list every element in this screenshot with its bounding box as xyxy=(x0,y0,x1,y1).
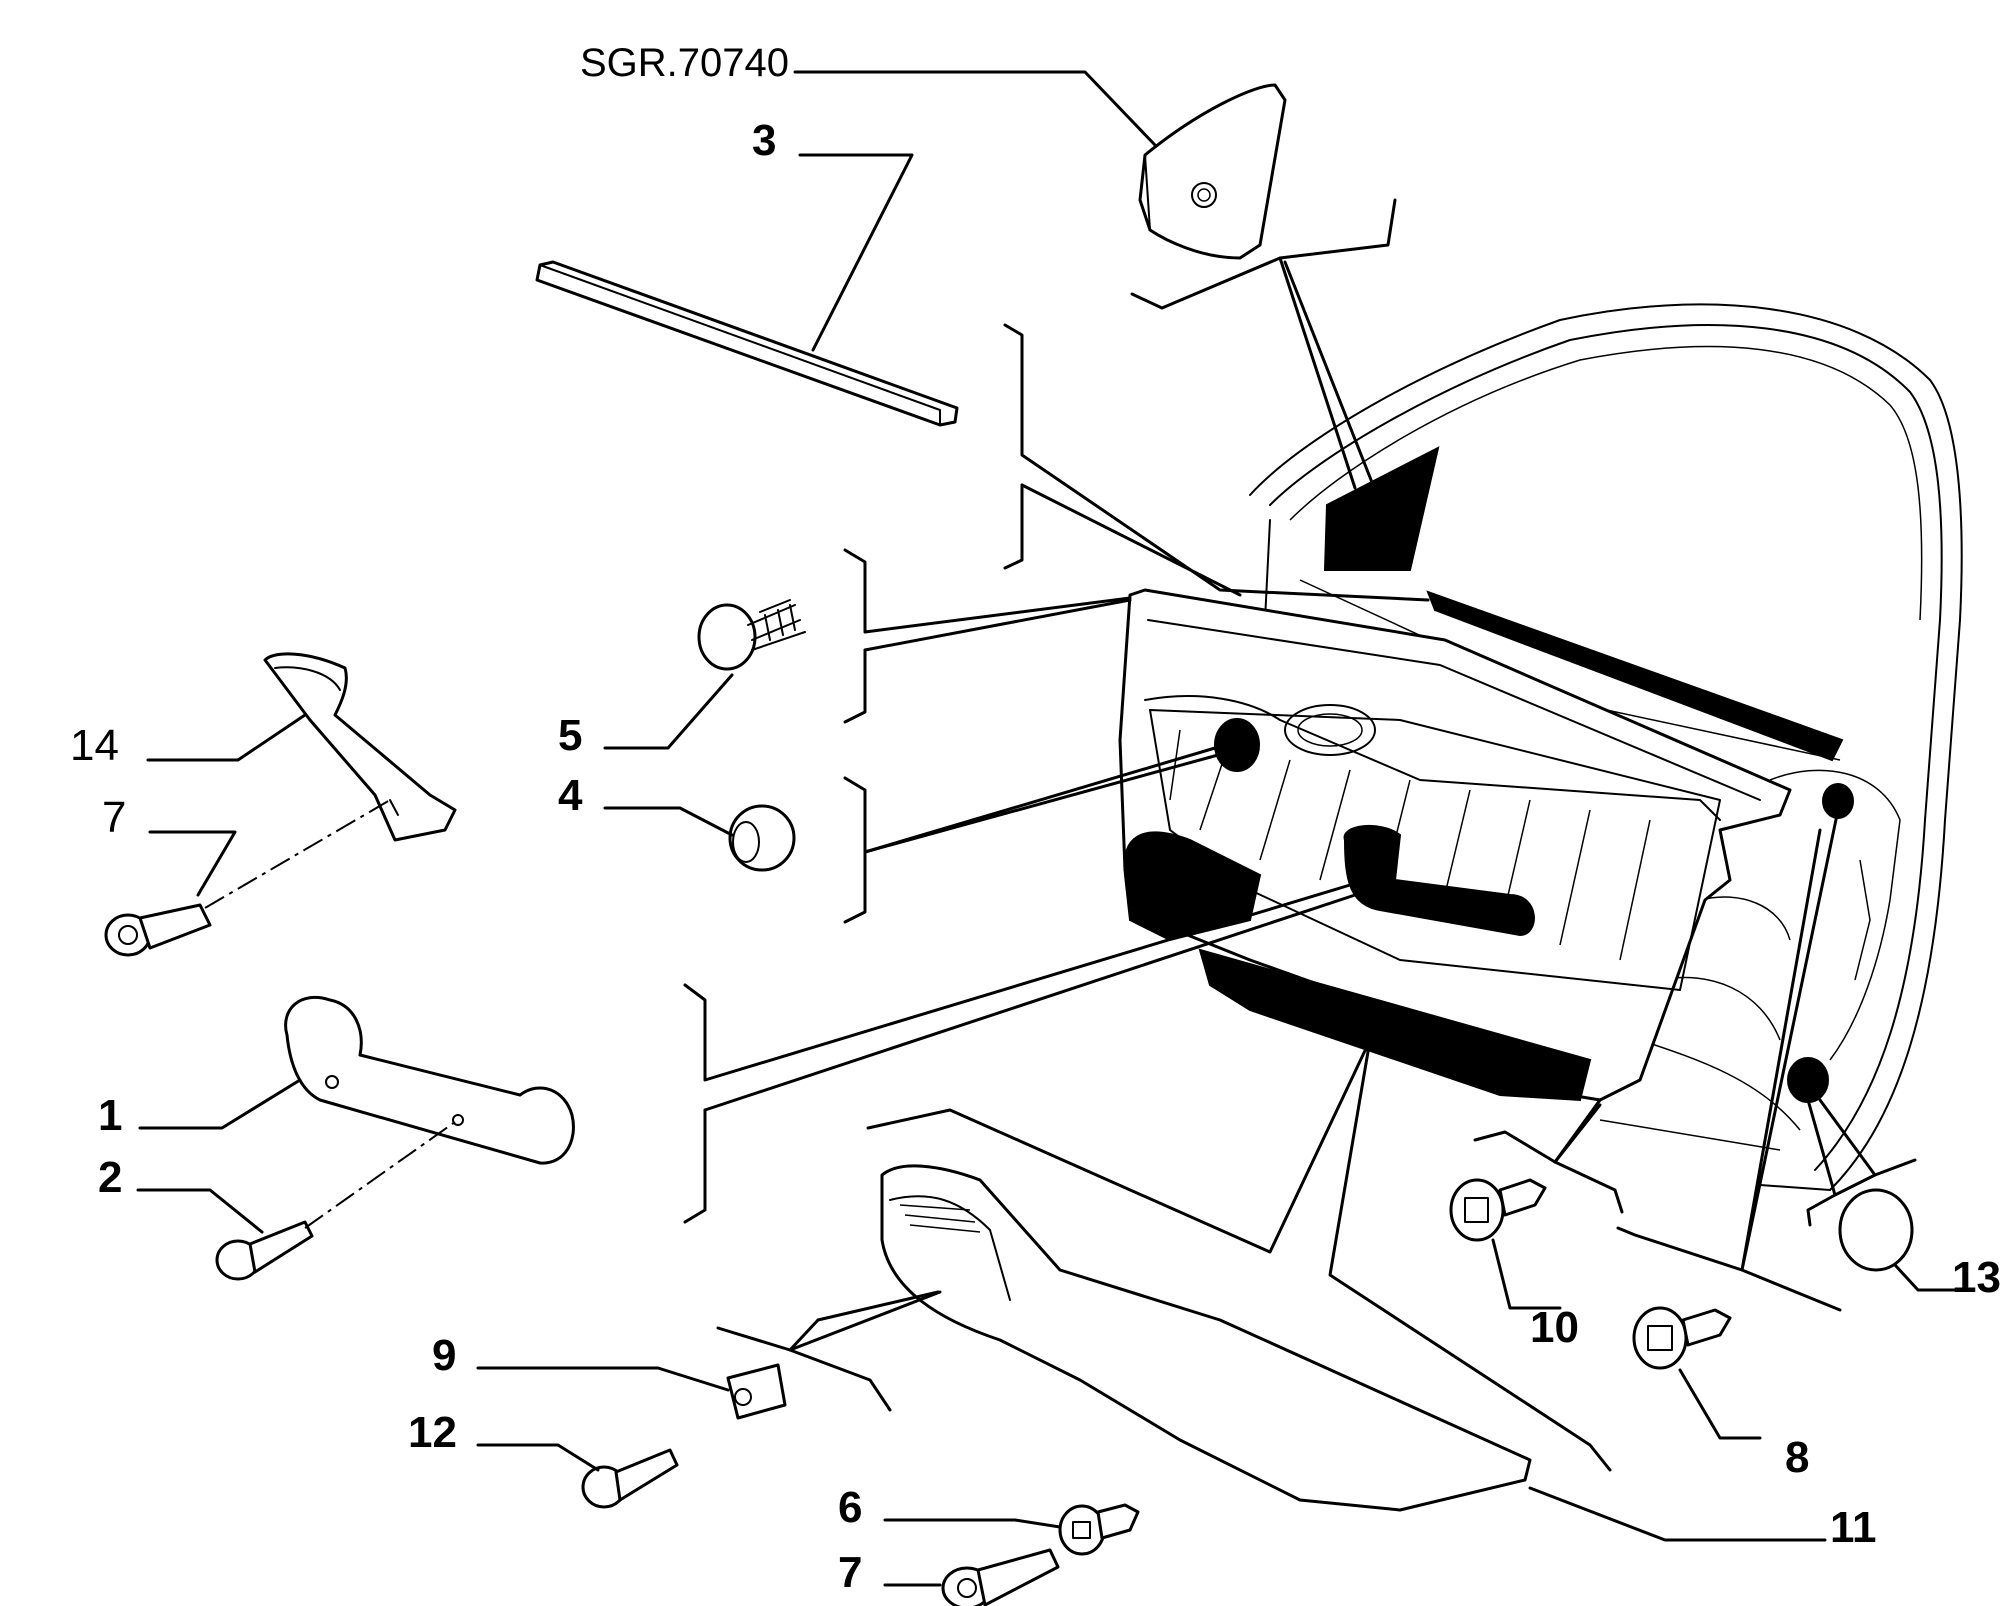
part-5-clip-cap xyxy=(697,603,757,671)
callout-6: 6 xyxy=(838,1483,862,1532)
part-2-screw xyxy=(215,1220,314,1281)
part-10-push-clip xyxy=(1449,1178,1547,1242)
part-7-bolt-lower xyxy=(941,1548,1060,1606)
callout-7-lower: 7 xyxy=(838,1548,862,1597)
callout-10: 10 xyxy=(1530,1303,1579,1352)
callout-1: 1 xyxy=(98,1091,122,1140)
quarter-glass-seal xyxy=(1323,446,1440,571)
part-7-bolt-upper xyxy=(104,903,212,957)
callout-12: 12 xyxy=(408,1408,457,1457)
part-12-screw xyxy=(581,1448,679,1509)
callout-11: 11 xyxy=(1830,1503,1877,1552)
callout-9: 9 xyxy=(432,1331,456,1380)
callout-8: 8 xyxy=(1785,1433,1809,1482)
callout-14: 14 xyxy=(70,721,119,770)
frame-plug-upper xyxy=(1822,783,1854,819)
part-1-armrest xyxy=(284,995,575,1165)
callout-4: 4 xyxy=(558,771,583,820)
callout-reference-code: SGR.70740 xyxy=(580,41,789,85)
door-trim-panel xyxy=(1118,588,1792,1102)
callout-3: 3 xyxy=(752,116,776,165)
ref-cover-plate xyxy=(1138,83,1287,260)
leader-lines xyxy=(136,70,1957,1587)
window-seal-strip xyxy=(1426,590,1844,762)
callout-7-upper: 7 xyxy=(102,793,126,842)
part-6-push-clip xyxy=(1058,1503,1140,1556)
callout-13: 13 xyxy=(1952,1253,2001,1302)
part-11-lower-strip xyxy=(880,1164,1532,1512)
part-13-plug xyxy=(1838,1188,1914,1272)
frame-plug-lower xyxy=(1787,1057,1829,1103)
part-8-push-clip xyxy=(1632,1306,1732,1370)
callout-2: 2 xyxy=(98,1153,122,1202)
callout-5: 5 xyxy=(558,711,582,760)
part-14-bracket xyxy=(263,652,457,842)
